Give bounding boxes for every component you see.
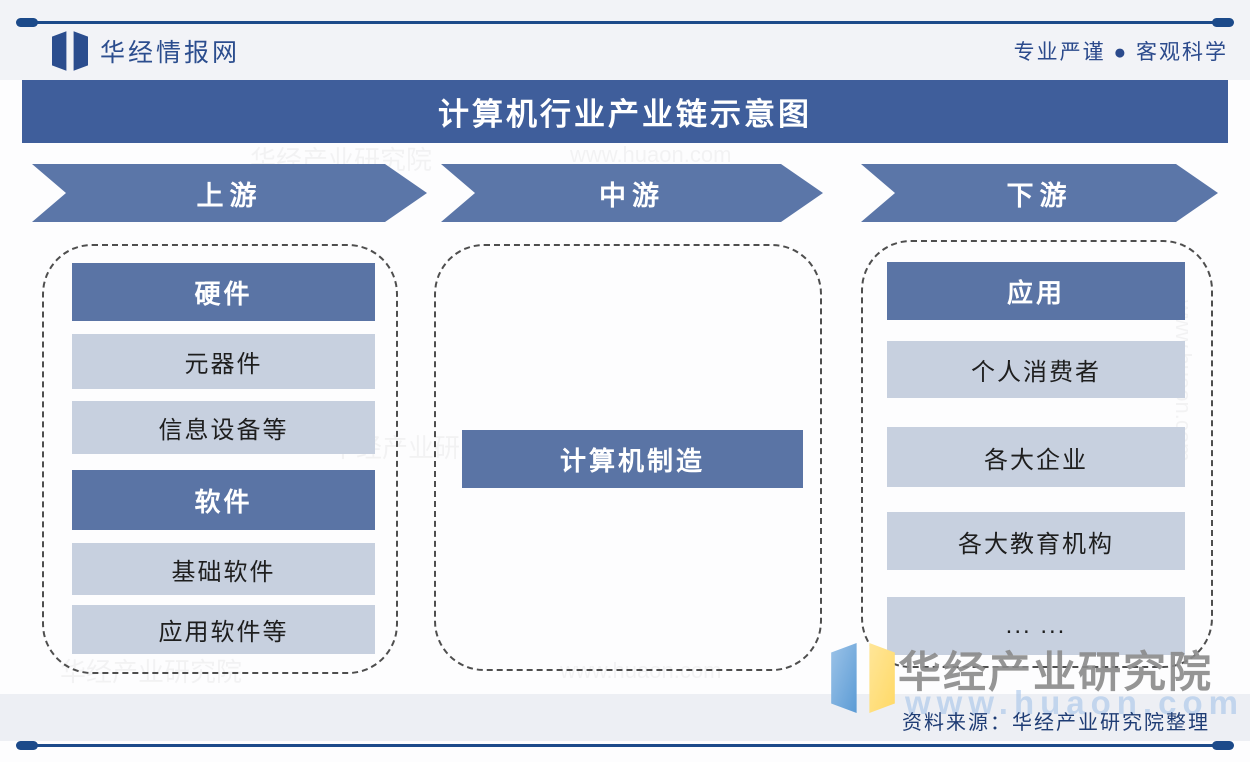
brand-tagline: 专业严谨 ● 客观科学 [1013,41,1228,64]
page-title: 计算机行业产业链示意图 [438,97,812,132]
bar-label: 各大企业 [984,446,1088,474]
downstream-item-consumers: 个人消费者 [887,341,1185,398]
upstream-category-software: 软件 [72,470,375,530]
bar-label: 软件 [194,486,253,517]
bar-label: 计算机制造 [559,445,705,476]
top-rule-line [24,21,1228,24]
stage-label: 中游 [599,180,665,211]
midstream-box [434,244,822,671]
title-bar: 计算机行业产业链示意图 [22,80,1228,143]
midstream-computer-manufacturing: 计算机制造 [462,430,803,488]
watermark-brand-text: 华经产业研究院 [898,649,1213,697]
watermark-book-logo-icon [830,643,896,718]
footer-band [0,694,1250,741]
upstream-item-application-software: 应用软件等 [72,605,375,654]
bar-label: 个人消费者 [971,359,1101,386]
ghost-watermark: www.huaon.com [570,142,732,167]
bottom-rule-right-cap [1212,741,1234,750]
downstream-item-ellipsis: ... ... [887,597,1185,655]
downstream-box [861,240,1213,668]
upstream-category-hardware: 硬件 [72,263,375,321]
upstream-item-info-equipment: 信息设备等 [72,401,375,454]
stage-label: 上游 [196,180,263,211]
stage-banner-midstream: 中游 [441,164,823,222]
top-rule-right-cap [1212,18,1234,27]
top-band [0,0,1250,80]
bar-label: 硬件 [194,278,253,309]
brand: 华经情报网 [52,31,240,71]
open-book-logo-icon [52,31,88,71]
downstream-item-enterprises: 各大企业 [887,427,1185,487]
brand-name: 华经情报网 [100,39,241,67]
stage-banner-upstream: 上游 [32,164,427,222]
upstream-box [42,244,398,674]
bar-label: 各大教育机构 [958,530,1114,558]
bar-label: 基础软件 [171,558,276,586]
bar-label: ... ... [1005,612,1067,639]
bar-label: 应用软件等 [158,619,289,646]
data-source-note: 资料来源：华经产业研究院整理 [902,712,1210,734]
bottom-rule-left-cap [16,741,38,750]
bottom-rule-line [24,744,1228,747]
top-rule-left-cap [16,18,38,27]
upstream-item-basic-software: 基础软件 [72,543,375,595]
stage-banner-downstream: 下游 [861,164,1218,222]
stage-label: 下游 [1006,180,1073,211]
upstream-item-components: 元器件 [72,334,375,389]
bar-label: 应用 [1006,277,1065,308]
bar-label: 元器件 [184,351,263,378]
downstream-item-education: 各大教育机构 [887,512,1185,570]
watermark-url-text: www.huaon.com [905,684,1244,721]
downstream-category-application: 应用 [887,262,1185,320]
bar-label: 信息设备等 [158,417,289,444]
